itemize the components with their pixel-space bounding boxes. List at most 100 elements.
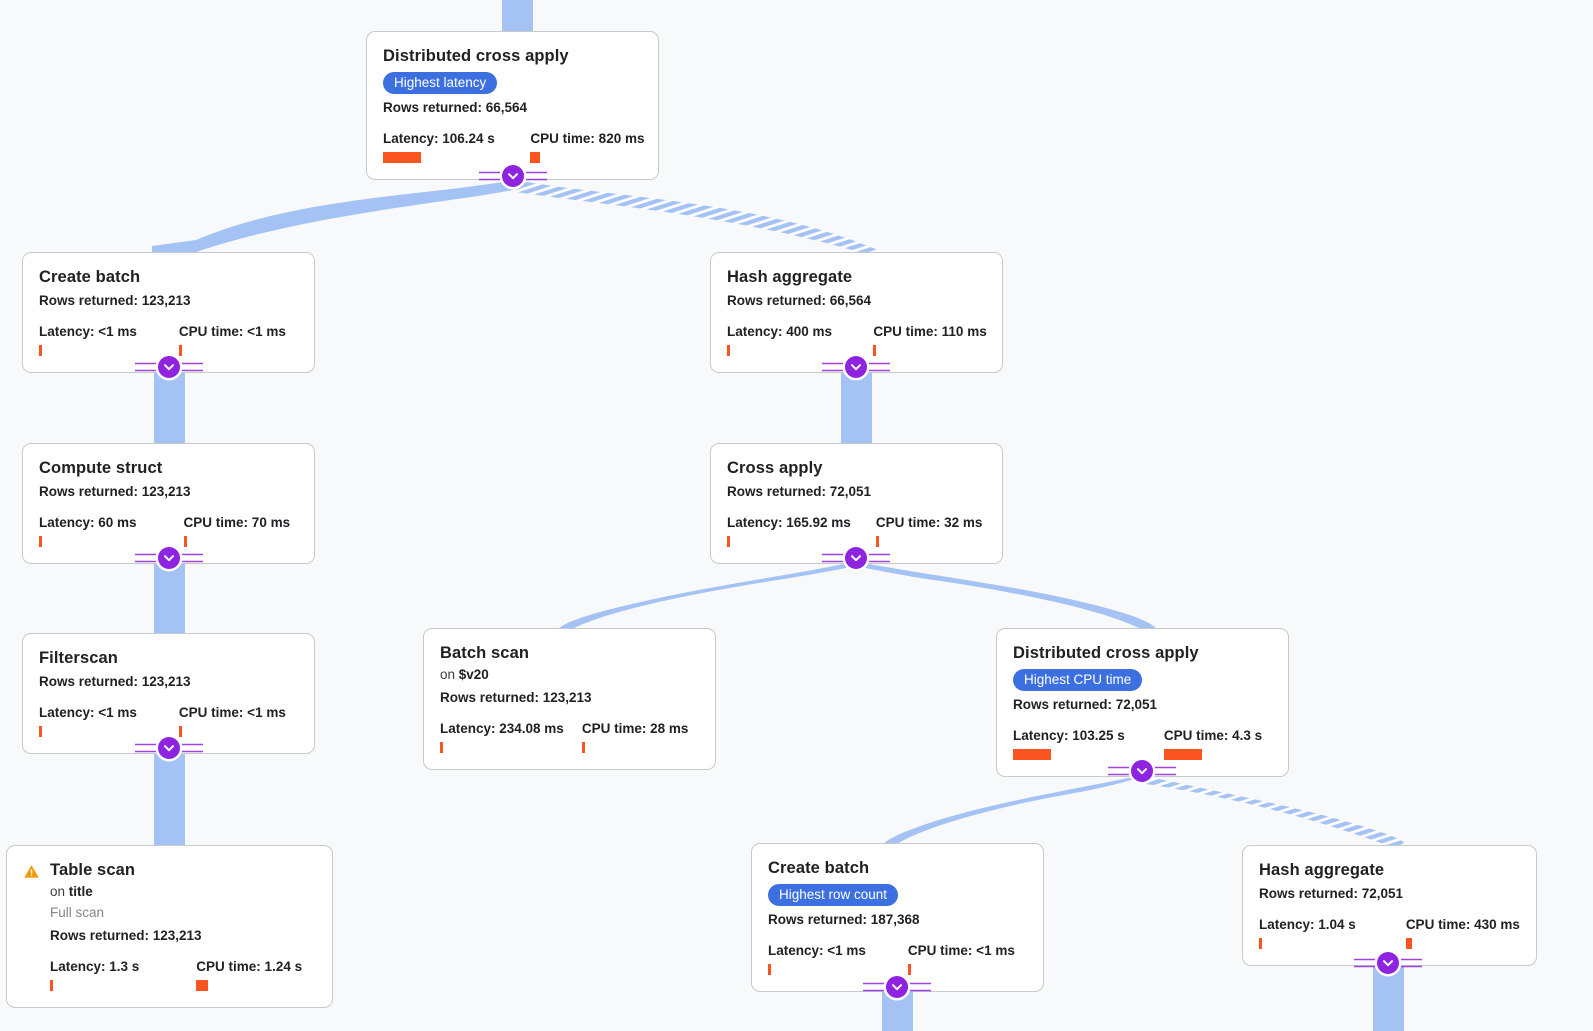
chevron-down-icon[interactable] <box>502 165 524 187</box>
node-title: Hash aggregate <box>727 268 853 286</box>
metric-cpu-time: CPU time: 1.24 s <box>196 959 302 991</box>
conn-compute[interactable] <box>134 547 204 569</box>
conn-filterscan[interactable] <box>134 737 204 759</box>
metric-latency: Latency: 165.92 ms <box>727 515 851 547</box>
metric-latency-bar <box>1259 938 1262 949</box>
metric-cpu-time-bar <box>196 980 209 991</box>
metric-latency-bar <box>383 152 421 163</box>
metric-latency-bar <box>39 536 42 547</box>
metric-cpu-time: CPU time: <1 ms <box>907 943 1015 975</box>
node-title: Hash aggregate <box>1259 861 1385 879</box>
chevron-down-icon[interactable] <box>158 356 180 378</box>
metric-cpu-time-bar <box>873 345 877 356</box>
metric-cpu-time: CPU time: 28 ms <box>581 721 688 753</box>
metric-latency-label: Latency: 60 ms <box>39 515 137 530</box>
node-subtitle-target: title <box>68 884 93 899</box>
node-rows-returned: Rows returned: 66,564 <box>383 100 528 115</box>
chevron-down-icon[interactable] <box>1377 952 1399 974</box>
chevron-down-icon[interactable] <box>845 356 867 378</box>
chevron-down-icon[interactable] <box>158 737 180 759</box>
node-badge: Highest CPU time <box>1013 669 1143 691</box>
node-title: Compute struct <box>39 459 163 477</box>
node-rows-returned: Rows returned: 123,213 <box>440 690 592 705</box>
node-subtitle-prefix: on <box>50 884 69 899</box>
metric-cpu-time-label: CPU time: 70 ms <box>183 515 291 530</box>
metric-latency-bar <box>727 536 730 547</box>
metric-cpu-time-label: CPU time: 430 ms <box>1405 917 1520 932</box>
connector-rail <box>1107 760 1177 782</box>
node-title: Create batch <box>39 268 141 286</box>
metric-latency-bar <box>50 980 53 991</box>
connector-rail <box>134 356 204 378</box>
metric-cpu-time: CPU time: 32 ms <box>875 515 982 547</box>
node-rows-returned: Rows returned: 123,213 <box>50 928 202 943</box>
metric-latency: Latency: 60 ms <box>39 515 137 547</box>
metric-latency-label: Latency: 165.92 ms <box>727 515 851 530</box>
metric-latency-bar <box>39 345 42 356</box>
metric-cpu-time-label: CPU time: 1.24 s <box>196 959 303 974</box>
metric-cpu-time-label: CPU time: <1 ms <box>178 324 286 339</box>
conn-cross-apply[interactable] <box>821 547 891 569</box>
node-metrics: Latency: 165.92 ms CPU time: 32 ms <box>727 515 986 547</box>
metric-latency-label: Latency: 106.24 s <box>383 131 495 146</box>
metric-cpu-time-bar <box>178 726 182 737</box>
node-title: Distributed cross apply <box>1013 644 1199 662</box>
conn-create-batch[interactable] <box>134 356 204 378</box>
metric-cpu-time: CPU time: 430 ms <box>1405 917 1520 949</box>
metric-latency-bar <box>768 964 771 975</box>
metric-cpu-time: CPU time: <1 ms <box>178 324 286 356</box>
node-metrics: Latency: 103.25 s CPU time: 4.3 s <box>1013 728 1272 760</box>
conn-dca-cpu[interactable] <box>1107 760 1177 782</box>
metric-cpu-time-label: CPU time: 4.3 s <box>1163 728 1263 743</box>
metric-cpu-time-label: CPU time: 110 ms <box>873 324 987 339</box>
metric-latency-label: Latency: <1 ms <box>39 324 137 339</box>
conn-create-row[interactable] <box>862 976 932 998</box>
chevron-down-icon[interactable] <box>886 976 908 998</box>
node-badge: Highest row count <box>768 884 899 906</box>
node-subtitle-prefix: on <box>440 667 459 682</box>
conn-root[interactable] <box>478 165 548 187</box>
node-subtitle-target: $v20 <box>458 667 489 682</box>
node-title: Cross apply <box>727 459 823 477</box>
node-rows-returned: Rows returned: 123,213 <box>39 674 191 689</box>
chevron-down-icon[interactable] <box>158 547 180 569</box>
chevron-down-icon[interactable] <box>1131 760 1153 782</box>
conn-hash-mid[interactable] <box>821 356 891 378</box>
metric-latency-label: Latency: 1.3 s <box>50 959 140 974</box>
node-rows-returned: Rows returned: 66,564 <box>727 293 872 308</box>
chevron-down-icon[interactable] <box>845 547 867 569</box>
node-subtitle-note: Full scan <box>50 905 105 920</box>
node-badge: Highest latency <box>383 72 498 94</box>
node-title: Filterscan <box>39 649 118 667</box>
node-metrics: Latency: 1.3 s CPU time: 1.24 s <box>50 959 316 991</box>
conn-hash-bottom[interactable] <box>1353 952 1423 974</box>
metric-latency: Latency: 1.04 s <box>1259 917 1356 949</box>
metric-cpu-time-bar <box>178 345 182 356</box>
metric-latency-label: Latency: 103.25 s <box>1013 728 1125 743</box>
metric-latency-bar <box>39 726 42 737</box>
